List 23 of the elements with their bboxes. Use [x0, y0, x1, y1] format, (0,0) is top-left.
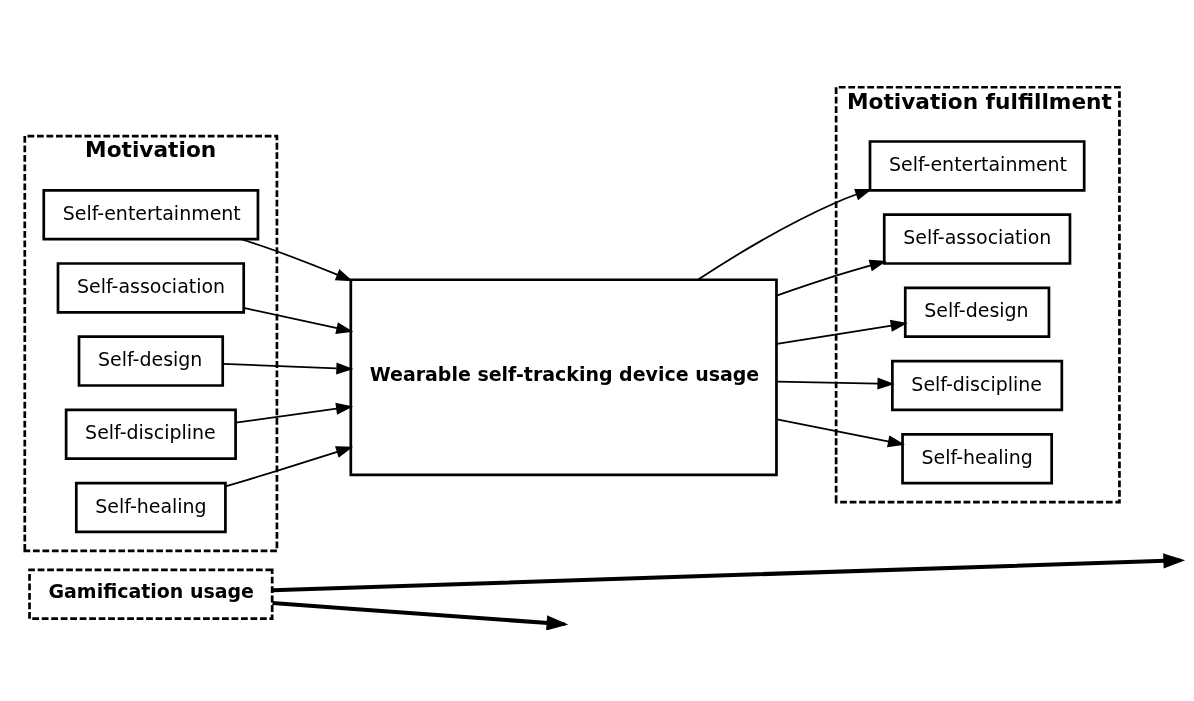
arrow — [242, 307, 354, 334]
node-box: Self-healing — [74, 481, 227, 534]
arrow — [272, 553, 1186, 593]
arrow — [697, 188, 873, 281]
arrow — [240, 238, 353, 282]
node-box: Wearable self-tracking device usage — [349, 278, 778, 477]
arrow — [776, 319, 908, 345]
node-box: Self-entertainment — [42, 188, 260, 241]
node-box: Gamification usage — [28, 568, 274, 621]
arrow — [234, 402, 354, 424]
arrow — [221, 362, 354, 375]
node-box: Self-discipline — [891, 359, 1064, 412]
node-box: Self-association — [56, 262, 246, 314]
arrow — [776, 377, 895, 390]
arrow — [224, 446, 354, 488]
arrow — [776, 418, 905, 448]
node-box: Self-association — [882, 213, 1072, 265]
node-box: Self-healing — [901, 432, 1053, 485]
node-box: Self-design — [77, 335, 225, 387]
node-box: Self-design — [903, 286, 1051, 339]
arrow — [775, 259, 887, 297]
node-box: Self-discipline — [64, 408, 237, 461]
node-box: Self-entertainment — [868, 140, 1086, 192]
